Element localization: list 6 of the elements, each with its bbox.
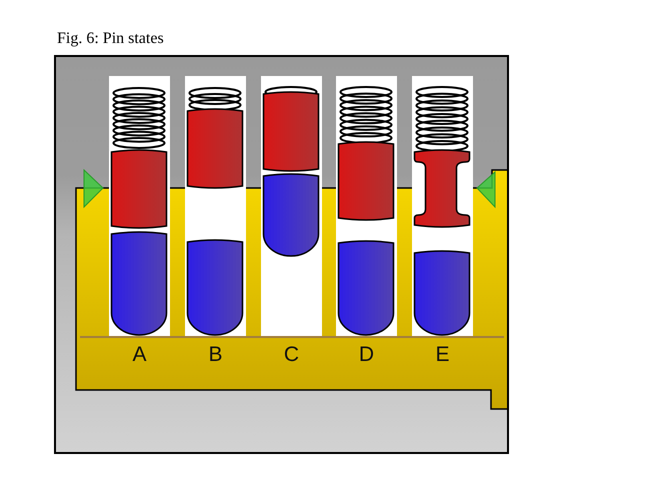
pin-label: E	[434, 344, 450, 365]
figure-title: Fig. 6: Pin states	[57, 31, 164, 47]
pin-label: D	[358, 344, 376, 365]
pin-label: A	[131, 344, 148, 365]
pin-label: B	[207, 344, 224, 365]
pin-label: C	[282, 344, 300, 365]
